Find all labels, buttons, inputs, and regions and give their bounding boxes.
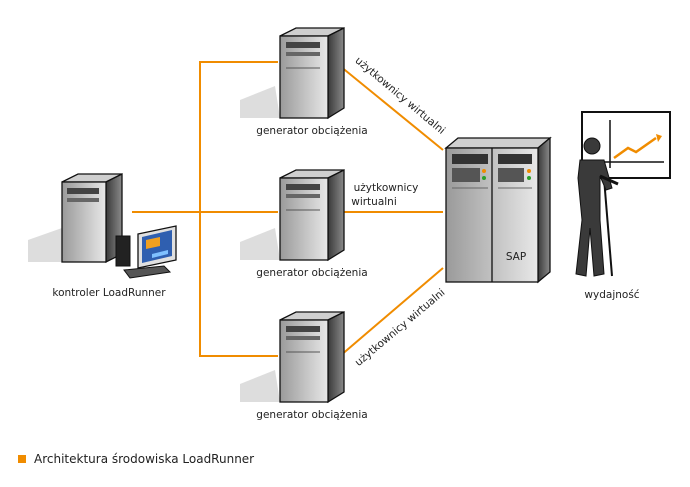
generator-top-label: generator obciążenia [256, 125, 367, 137]
generator-mid [240, 168, 345, 262]
generator-bot-label: generator obciążenia [256, 409, 367, 421]
link-mid-label-line1: użytkownicy [354, 182, 419, 194]
controller-label: kontroler LoadRunner [52, 287, 166, 299]
server-label: SAP [506, 251, 526, 263]
generator-bot [240, 310, 345, 404]
person-icon [575, 137, 619, 277]
connector-controller-to-generators [132, 61, 278, 357]
controller-workstation [28, 172, 177, 279]
link-mid-label-line2: wirtualni [351, 196, 397, 208]
sap-server: SAP [444, 136, 552, 284]
generator-mid-label: generator obciążenia [256, 267, 367, 279]
performance-label: wydajność [584, 289, 639, 301]
link-bot-label: użytkownicy wirtualni [353, 287, 448, 369]
connector-bot-to-server [339, 267, 444, 357]
monitor-icon [115, 225, 177, 279]
connector-top-to-server [339, 65, 444, 151]
caption-text: Architektura środowiska LoadRunner [34, 452, 254, 466]
connector-lines [132, 61, 444, 357]
caption-bullet-icon [18, 455, 26, 463]
controller-tower-icon [61, 172, 123, 264]
presenter-figure [575, 111, 671, 277]
generator-top [240, 26, 345, 120]
